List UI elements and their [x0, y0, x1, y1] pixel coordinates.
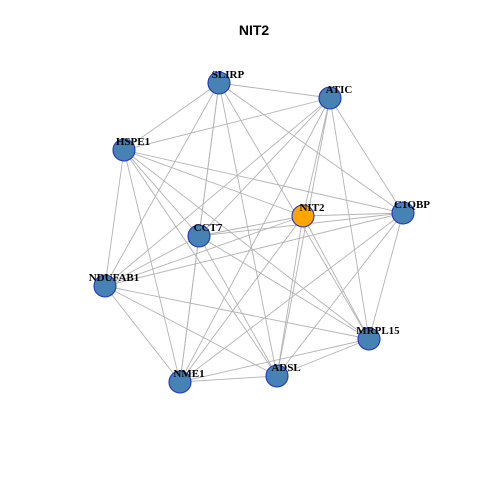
edge-nit2-c1qbp	[302, 212, 404, 217]
edge-hspe1-nit2	[123, 149, 304, 217]
node-mrpl15	[357, 327, 381, 351]
node-hspe1	[112, 138, 136, 162]
edge-cct7-ndufab1	[104, 235, 200, 287]
node-label-atic: ATIC	[326, 84, 353, 96]
edge-cct7-adsl	[198, 235, 278, 377]
node-label-nit2: NIT2	[299, 202, 325, 214]
edge-cct7-mrpl15	[198, 235, 370, 340]
edge-atic-mrpl15	[329, 97, 370, 340]
edge-hspe1-c1qbp	[123, 149, 404, 214]
node-label-cct7: CCT7	[194, 222, 223, 234]
edge-slirp-ndufab1	[104, 82, 220, 287]
edge-atic-c1qbp	[329, 97, 404, 214]
edge-ndufab1-mrpl15	[104, 285, 370, 340]
edge-atic-cct7	[198, 97, 331, 237]
edge-hspe1-cct7	[123, 149, 200, 237]
edges-layer	[104, 82, 404, 383]
edge-atic-nme1	[179, 97, 331, 383]
node-atic	[318, 86, 342, 110]
edge-atic-hspe1	[123, 97, 331, 151]
node-nit2	[291, 204, 315, 228]
node-ndufab1	[93, 274, 117, 298]
node-label-nme1: NME1	[173, 368, 204, 380]
edge-mrpl15-adsl	[276, 338, 370, 377]
diagram-title: NIT2	[239, 22, 270, 38]
edge-c1qbp-mrpl15	[368, 212, 404, 340]
node-label-adsl: ADSL	[271, 362, 300, 374]
edge-mrpl15-nme1	[179, 338, 370, 383]
edge-slirp-hspe1	[123, 82, 220, 151]
node-label-slirp: SLIRP	[212, 69, 245, 81]
node-cct7	[187, 224, 211, 248]
node-nme1	[168, 370, 192, 394]
edge-ndufab1-nme1	[104, 285, 181, 383]
edge-nit2-mrpl15	[302, 215, 370, 340]
node-label-c1qbp: C1QBP	[394, 199, 430, 211]
node-label-hspe1: HSPE1	[116, 136, 150, 148]
edge-cct7-nme1	[179, 235, 200, 383]
edge-hspe1-nme1	[123, 149, 181, 383]
edge-nit2-nme1	[179, 215, 304, 383]
edge-slirp-adsl	[218, 82, 278, 377]
node-c1qbp	[391, 201, 415, 225]
node-slirp	[207, 71, 231, 95]
edge-atic-nit2	[302, 97, 331, 217]
nodes-layer	[93, 71, 415, 394]
edge-nit2-adsl	[276, 215, 304, 377]
edge-nit2-cct7	[198, 215, 304, 237]
edge-hspe1-ndufab1	[104, 149, 125, 287]
edge-c1qbp-nme1	[179, 212, 404, 383]
edge-c1qbp-ndufab1	[104, 212, 404, 287]
edge-hspe1-mrpl15	[123, 149, 370, 340]
edge-ndufab1-adsl	[104, 285, 278, 377]
edge-adsl-nme1	[179, 375, 278, 383]
edge-atic-ndufab1	[104, 97, 331, 287]
node-label-mrpl15: MRPL15	[356, 325, 400, 337]
node-adsl	[265, 364, 289, 388]
node-label-ndufab1: NDUFAB1	[89, 272, 140, 284]
edge-c1qbp-adsl	[276, 212, 404, 377]
edge-slirp-c1qbp	[218, 82, 404, 214]
edge-slirp-atic	[218, 82, 331, 99]
